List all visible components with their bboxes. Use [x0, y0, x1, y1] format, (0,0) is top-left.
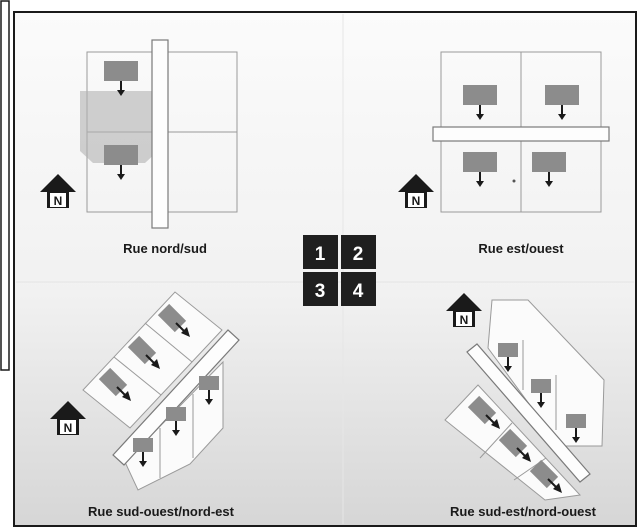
- house-2c: [463, 152, 497, 172]
- caption-q2: Rue est/ouest: [478, 241, 564, 256]
- house-4c: [566, 414, 586, 428]
- street-se-nw: [466, 343, 591, 483]
- key-number-3: 3: [315, 281, 326, 302]
- north-label: N: [412, 194, 421, 208]
- key-number-1: 1: [315, 244, 326, 265]
- north-label: N: [460, 313, 469, 327]
- caption-q3: Rue sud-ouest/nord-est: [88, 504, 235, 519]
- house-2b: [545, 85, 579, 105]
- key-number-4: 4: [353, 281, 364, 302]
- house-1b: [104, 145, 138, 165]
- quadrant-1: N Rue nord/sud: [40, 39, 238, 256]
- house-1a: [104, 61, 138, 81]
- caption-q4: Rue sud-est/nord-ouest: [450, 504, 597, 519]
- side-frame: [0, 0, 10, 371]
- quadrant-3: N Rue sud-ouest/nord-est: [50, 291, 240, 519]
- quadrant-2: N Rue est/ouest: [398, 51, 610, 256]
- key-number-2: 2: [353, 244, 364, 265]
- street-sw-ne: [112, 329, 240, 466]
- house-2a: [463, 85, 497, 105]
- sun-shadow-zone: [80, 91, 158, 163]
- lots-north-side: [487, 299, 605, 447]
- house-4b: [531, 379, 551, 393]
- quadrant-key: 1 2 3 4: [303, 235, 376, 306]
- caption-q1: Rue nord/sud: [123, 241, 207, 256]
- house-4a: [498, 343, 518, 357]
- house-3d: [133, 438, 153, 452]
- north-label: N: [64, 421, 73, 435]
- house-2d: [532, 152, 566, 172]
- street-east-west: [432, 126, 610, 142]
- house-3f: [199, 376, 219, 390]
- house-3e: [166, 407, 186, 421]
- north-label: N: [54, 194, 63, 208]
- quadrant-4: N Rue sud-est/nord-ouest: [444, 293, 605, 519]
- street-north-south: [151, 39, 169, 229]
